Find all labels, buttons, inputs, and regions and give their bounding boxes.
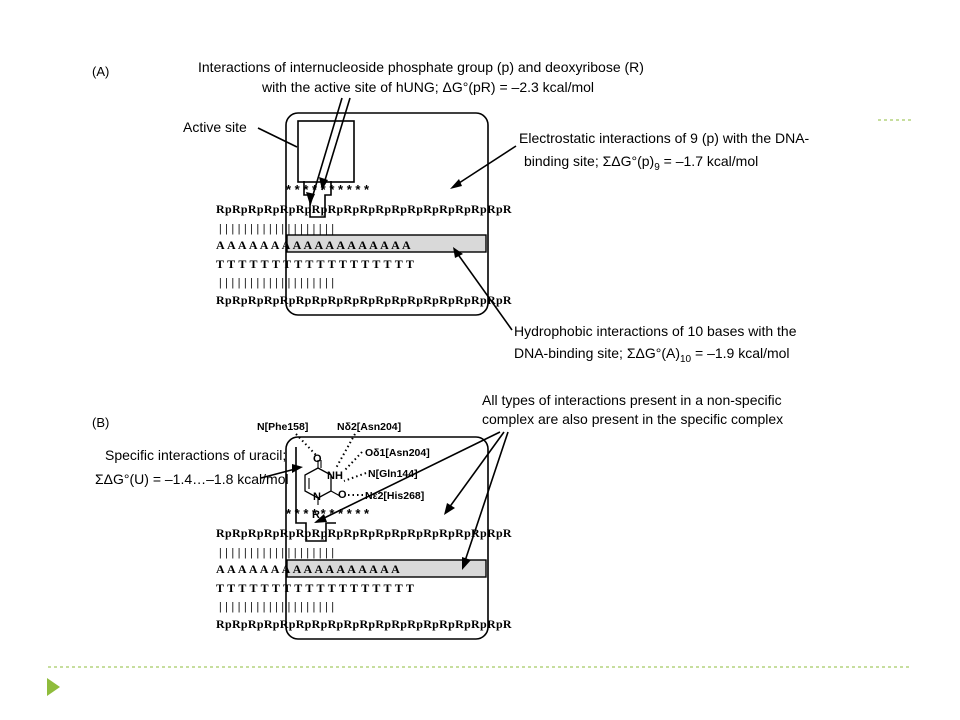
arrow-hydrophobic-head bbox=[453, 247, 463, 258]
arrow-all-types-1-head bbox=[314, 514, 327, 523]
electrostatic-note-line1: Electrostatic interactions of 9 (p) with… bbox=[519, 130, 810, 146]
hydrophobic-note-line2: DNA-binding site; ΣΔG°(A)10 = –1.9 kcal/… bbox=[514, 345, 790, 365]
arrow-all-types-3 bbox=[462, 431, 509, 568]
n-gln144-label: N[Gln144] bbox=[368, 468, 418, 480]
a-bases-highlight-b bbox=[286, 559, 487, 578]
panel-a-top-note-line2: with the active site of hUNG; ΔG°(pR) = … bbox=[261, 79, 594, 95]
hydrophobic-note-line1: Hydrophobic interactions of 10 bases wit… bbox=[514, 323, 797, 339]
strand-bottom-b: RpRpRpRpRpRpRpRpRpRpRpRpRpRpRpRpRpRpR bbox=[216, 617, 512, 631]
uracil-pocket-outline bbox=[295, 447, 336, 542]
ring-n: N bbox=[313, 491, 321, 503]
specific-note-line2: ΣΔG°(U) = –1.4…–1.8 kcal/mol bbox=[95, 471, 289, 487]
arrow-pr-1 bbox=[309, 97, 343, 206]
phosphate-stars-b: * * * * * * * * * * bbox=[286, 506, 370, 521]
electrostatic-note-line2: binding site; ΣΔG°(p)9 = –1.7 kcal/mol bbox=[524, 153, 758, 173]
active-site-label: Active site bbox=[183, 119, 247, 135]
ring-nh: NH bbox=[327, 470, 343, 482]
ring-o-top: O bbox=[313, 453, 322, 465]
ticks-bottom-a: | | | | | | | | | | | | | | | | | | | bbox=[219, 275, 334, 289]
all-types-note-line2: complex are also present in the specific… bbox=[482, 411, 783, 427]
arrow-electrostatic-head bbox=[450, 179, 462, 189]
hbond-n-gln144 bbox=[343, 472, 367, 482]
strand-top-a: RpRpRpRpRpRpRpRpRpRpRpRpRpRpRpRpRpRpR bbox=[216, 202, 512, 216]
pr-pocket-outline bbox=[303, 181, 332, 218]
active-site-box-a bbox=[285, 112, 489, 316]
row-a-bases-a: A A A A A A A A A A A A A A A A A A bbox=[216, 238, 411, 252]
arrow-specific-head bbox=[292, 464, 303, 473]
arrow-all-types-2-head bbox=[444, 503, 455, 515]
all-types-note-line1: All types of interactions present in a n… bbox=[482, 392, 782, 408]
arrow-active-site bbox=[257, 127, 298, 148]
panel-a-label: (A) bbox=[92, 64, 109, 79]
ring-r: R bbox=[312, 509, 320, 521]
arrow-pr-1-head bbox=[306, 192, 315, 205]
uracil-ring bbox=[304, 460, 341, 505]
ticks-top-a: | | | | | | | | | | | | | | | | | | | bbox=[219, 221, 334, 235]
arrow-pr-2 bbox=[321, 97, 351, 191]
next-slide-arrow-icon[interactable] bbox=[47, 678, 60, 696]
od1-asn204-label: Oδ1[Asn204] bbox=[365, 447, 430, 459]
nd2-asn204-label: Nδ2[Asn204] bbox=[337, 421, 401, 433]
ticks-top-b: | | | | | | | | | | | | | | | | | | | bbox=[219, 545, 334, 559]
strand-top-b: RpRpRpRpRpRpRpRpRpRpRpRpRpRpRpRpRpRpR bbox=[216, 526, 512, 540]
row-t-bases-a: T T T T T T T T T T T T T T T T T T bbox=[216, 257, 414, 271]
arrow-all-types-2 bbox=[445, 431, 505, 513]
row-t-bases-b: T T T T T T T T T T T T T T T T T T bbox=[216, 581, 414, 595]
arrow-all-types-1 bbox=[315, 431, 501, 523]
panel-b-label: (B) bbox=[92, 415, 109, 430]
ring-o-side: O bbox=[338, 489, 347, 501]
ticks-bottom-b: | | | | | | | | | | | | | | | | | | | bbox=[219, 599, 334, 613]
arrow-hydrophobic bbox=[456, 252, 513, 331]
a-bases-highlight-a bbox=[286, 234, 487, 253]
hbond-nd2-asn204 bbox=[335, 433, 356, 469]
specific-note-line1: Specific interactions of uracil; bbox=[105, 447, 286, 463]
n-phe158-label: N[Phe158] bbox=[257, 421, 308, 433]
active-site-box-b bbox=[285, 436, 489, 640]
panel-a-top-note-line1: Interactions of internucleoside phosphat… bbox=[198, 59, 644, 75]
hbond-od1-asn204 bbox=[344, 451, 363, 471]
arrow-pr-2-head bbox=[319, 177, 328, 190]
ne2-his268-label: Nε2[His268] bbox=[365, 490, 424, 502]
strand-bottom-a: RpRpRpRpRpRpRpRpRpRpRpRpRpRpRpRpRpRpR bbox=[216, 293, 512, 307]
arrow-all-types-3-head bbox=[462, 557, 471, 570]
arrow-electrostatic bbox=[455, 145, 517, 186]
phosphate-stars-a: * * * * * * * * * * bbox=[286, 182, 370, 197]
hbond-phe158 bbox=[295, 433, 317, 456]
row-a-bases-b: A A A A A A A A A A A A A A A A A bbox=[216, 562, 400, 576]
